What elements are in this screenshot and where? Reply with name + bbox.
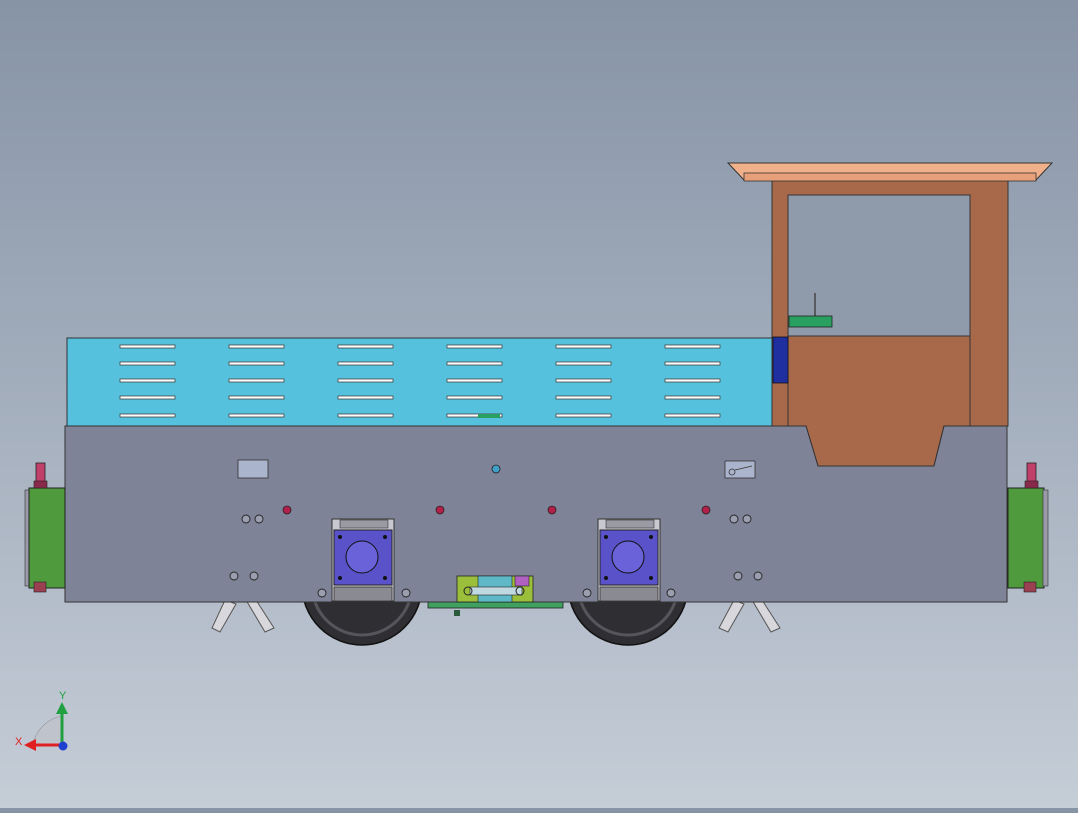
main-frame[interactable] [64, 425, 1008, 603]
switch-box [724, 460, 756, 479]
louver-slot [119, 361, 176, 366]
louver-slot [664, 378, 721, 383]
louver-slot [228, 344, 285, 349]
louver-slot [664, 361, 721, 366]
louver-slot [337, 378, 394, 383]
louver-slot [228, 378, 285, 383]
louver-slot [555, 378, 612, 383]
louver-slot [664, 344, 721, 349]
louver-slot [228, 361, 285, 366]
red-bolts [282, 505, 711, 515]
rear-axle-box[interactable] [597, 518, 661, 602]
indicator-light [491, 464, 501, 474]
louver-slot [555, 361, 612, 366]
louver-slot [119, 344, 176, 349]
louver-slot [664, 413, 721, 418]
left-marker-lamp [33, 462, 48, 489]
louver-slot [446, 361, 503, 366]
cab-roof [726, 162, 1054, 182]
louver-slot [337, 361, 394, 366]
right-marker-lamp [1024, 462, 1039, 489]
front-axle-box[interactable] [331, 518, 395, 602]
y-axis-label: Y [59, 690, 67, 702]
louver-slot [337, 413, 394, 418]
cab-window [787, 194, 971, 337]
louver-slot [337, 395, 394, 400]
louver-slot [446, 395, 503, 400]
rail-guard-left [211, 599, 275, 633]
louver-slot [446, 344, 503, 349]
nameplate [237, 459, 269, 479]
locomotive-model[interactable] [24, 162, 1054, 646]
left-buffer[interactable] [24, 462, 66, 593]
louver-slot [664, 395, 721, 400]
louver-slot [119, 413, 176, 418]
louver-slot [446, 413, 503, 418]
z-axis-dot [58, 741, 68, 751]
coupler-link [456, 575, 534, 603]
rail-guard-right [718, 599, 781, 633]
louver-slot [337, 344, 394, 349]
louver-slot [555, 413, 612, 418]
right-buffer[interactable] [1007, 462, 1049, 593]
ventilation-louvers [119, 344, 721, 418]
louver-slot [119, 378, 176, 383]
battery-cover[interactable] [66, 337, 778, 427]
driver-cab[interactable] [771, 179, 1009, 467]
control-handle [788, 293, 833, 328]
mounting-holes [229, 514, 763, 598]
cab-side-panel [772, 336, 789, 384]
louver-slot [228, 395, 285, 400]
triad-plane-shade [31, 715, 63, 746]
coordinate-triad[interactable]: X Y [15, 690, 68, 751]
louver-slot [555, 344, 612, 349]
louver-slot [228, 413, 285, 418]
louver-slot [446, 378, 503, 383]
louver-slot [119, 395, 176, 400]
louver-slot [555, 395, 612, 400]
x-axis-label: X [15, 736, 23, 748]
